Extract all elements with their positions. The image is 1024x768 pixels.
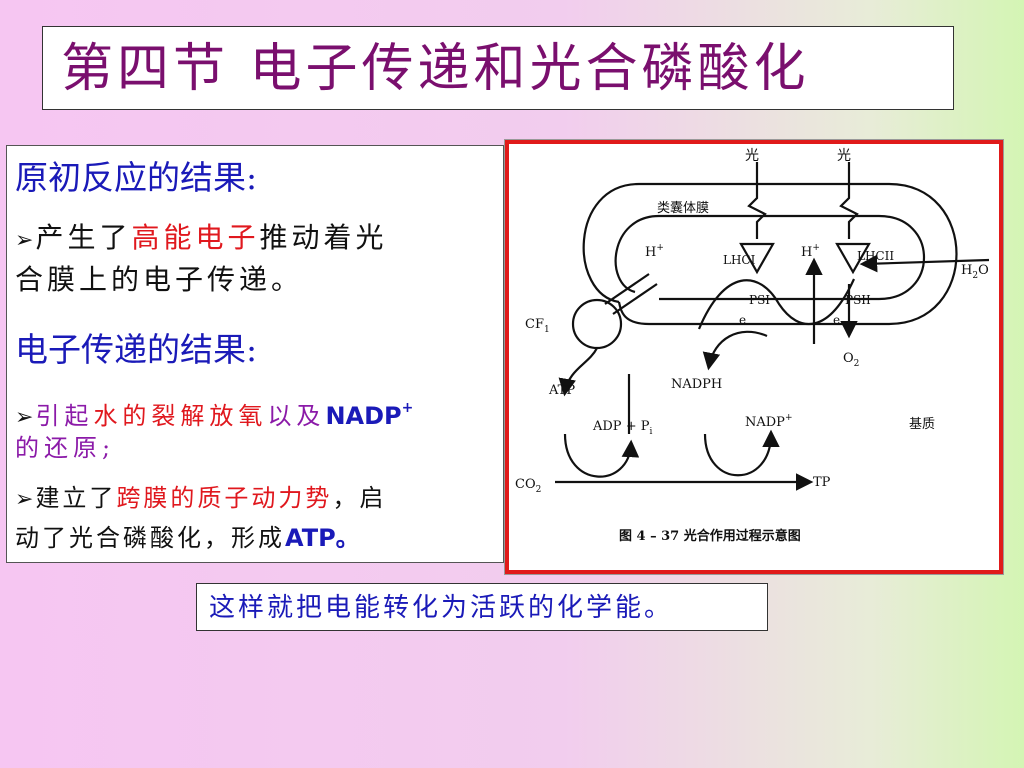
bullet-arrow-icon: ➢ [15, 487, 34, 512]
atp-cycle [563, 433, 640, 478]
summary-box: 这样就把电能转化为活跃的化学能。 [196, 583, 768, 631]
cf1-circle [571, 298, 623, 350]
bullet-arrow-icon: ➢ [15, 228, 34, 253]
light-label-2: 光 [837, 148, 851, 164]
highlight-proton-motive: 跨膜的质子动力势 [116, 484, 333, 512]
adp-label: ADP + Pi [592, 419, 652, 437]
membrane-label: 类囊体膜 [657, 200, 709, 216]
highlight-high-energy-electron: 高能电子 [131, 221, 260, 254]
heading-electron-transport: 电子传递的结果: [15, 330, 258, 369]
light-label-1: 光 [745, 148, 759, 164]
page-title: 第四节 电子传递和光合磷酸化 [61, 39, 810, 99]
atp-arrow [558, 347, 598, 397]
nadp-label: NADP+ [745, 413, 792, 430]
figure-caption: 图 4 – 37 光合作用过程示意图 [619, 528, 801, 544]
nadph-arrow [702, 330, 768, 371]
cf0-channel [604, 273, 658, 315]
light-ray-2 [839, 162, 859, 239]
bullet-arrow-icon: ➢ [15, 405, 34, 430]
thylakoid-membrane-outer [582, 182, 958, 326]
summary-text: 这样就把电能转化为活跃的化学能。 [209, 593, 674, 623]
bullet-1: ➢产生了高能电子推动着光 [15, 221, 388, 254]
h2o-arrow [859, 254, 990, 273]
psi-label: PSI [749, 293, 770, 307]
bullet-3-line2: 动了光合磷酸化，形成ATP。 [15, 524, 360, 552]
o2-label: O2 [843, 351, 859, 369]
bullet-2-line2: 的还原; [15, 434, 116, 462]
h-plus-left: H+ [645, 243, 664, 260]
bullet-2: ➢引起水的裂解放氧以及NADP+ [15, 400, 414, 430]
highlight-water-split: 水的裂解放氧 [93, 402, 268, 430]
electron-path [697, 278, 856, 330]
electron-1: e [739, 313, 746, 327]
h2o-label: H2O [961, 263, 989, 281]
cf1-label: CF1 [525, 317, 550, 335]
tp-label: TP [813, 475, 831, 490]
title-box: 第四节 电子传递和光合磷酸化 [42, 26, 954, 110]
h-plus-right: H+ [801, 243, 820, 260]
electron-2: e [833, 313, 840, 327]
atp-label: ATP [548, 383, 575, 398]
bullet-1-line2: 合膜上的电子传递。 [15, 263, 304, 296]
nadph-label: NADPH [671, 377, 722, 392]
figure-photosynthesis: 光 光 类囊体膜 H+ H+ LHCI LHCII H2O PSI PSII e… [504, 139, 1004, 575]
light-ray-1 [747, 162, 767, 239]
psii-label: PSII [845, 293, 871, 307]
nadph-cycle [703, 429, 780, 477]
heading-primary-reaction: 原初反应的结果: [15, 158, 258, 197]
thylakoid-membrane-inner [614, 214, 925, 301]
bullet-3: ➢建立了跨膜的质子动力势，启 [15, 484, 387, 512]
lhci-label: LHCI [723, 253, 756, 267]
lhci-antenna [739, 242, 775, 275]
lhcii-label: LHCII [857, 249, 894, 263]
co2-label: CO2 [515, 477, 541, 495]
figure-diagram: 光 光 类囊体膜 H+ H+ LHCI LHCII H2O PSI PSII e… [515, 148, 990, 544]
stroma-label: 基质 [909, 417, 935, 432]
text-panel: 原初反应的结果: ➢产生了高能电子推动着光 合膜上的电子传递。 电子传递的结果:… [6, 145, 504, 563]
